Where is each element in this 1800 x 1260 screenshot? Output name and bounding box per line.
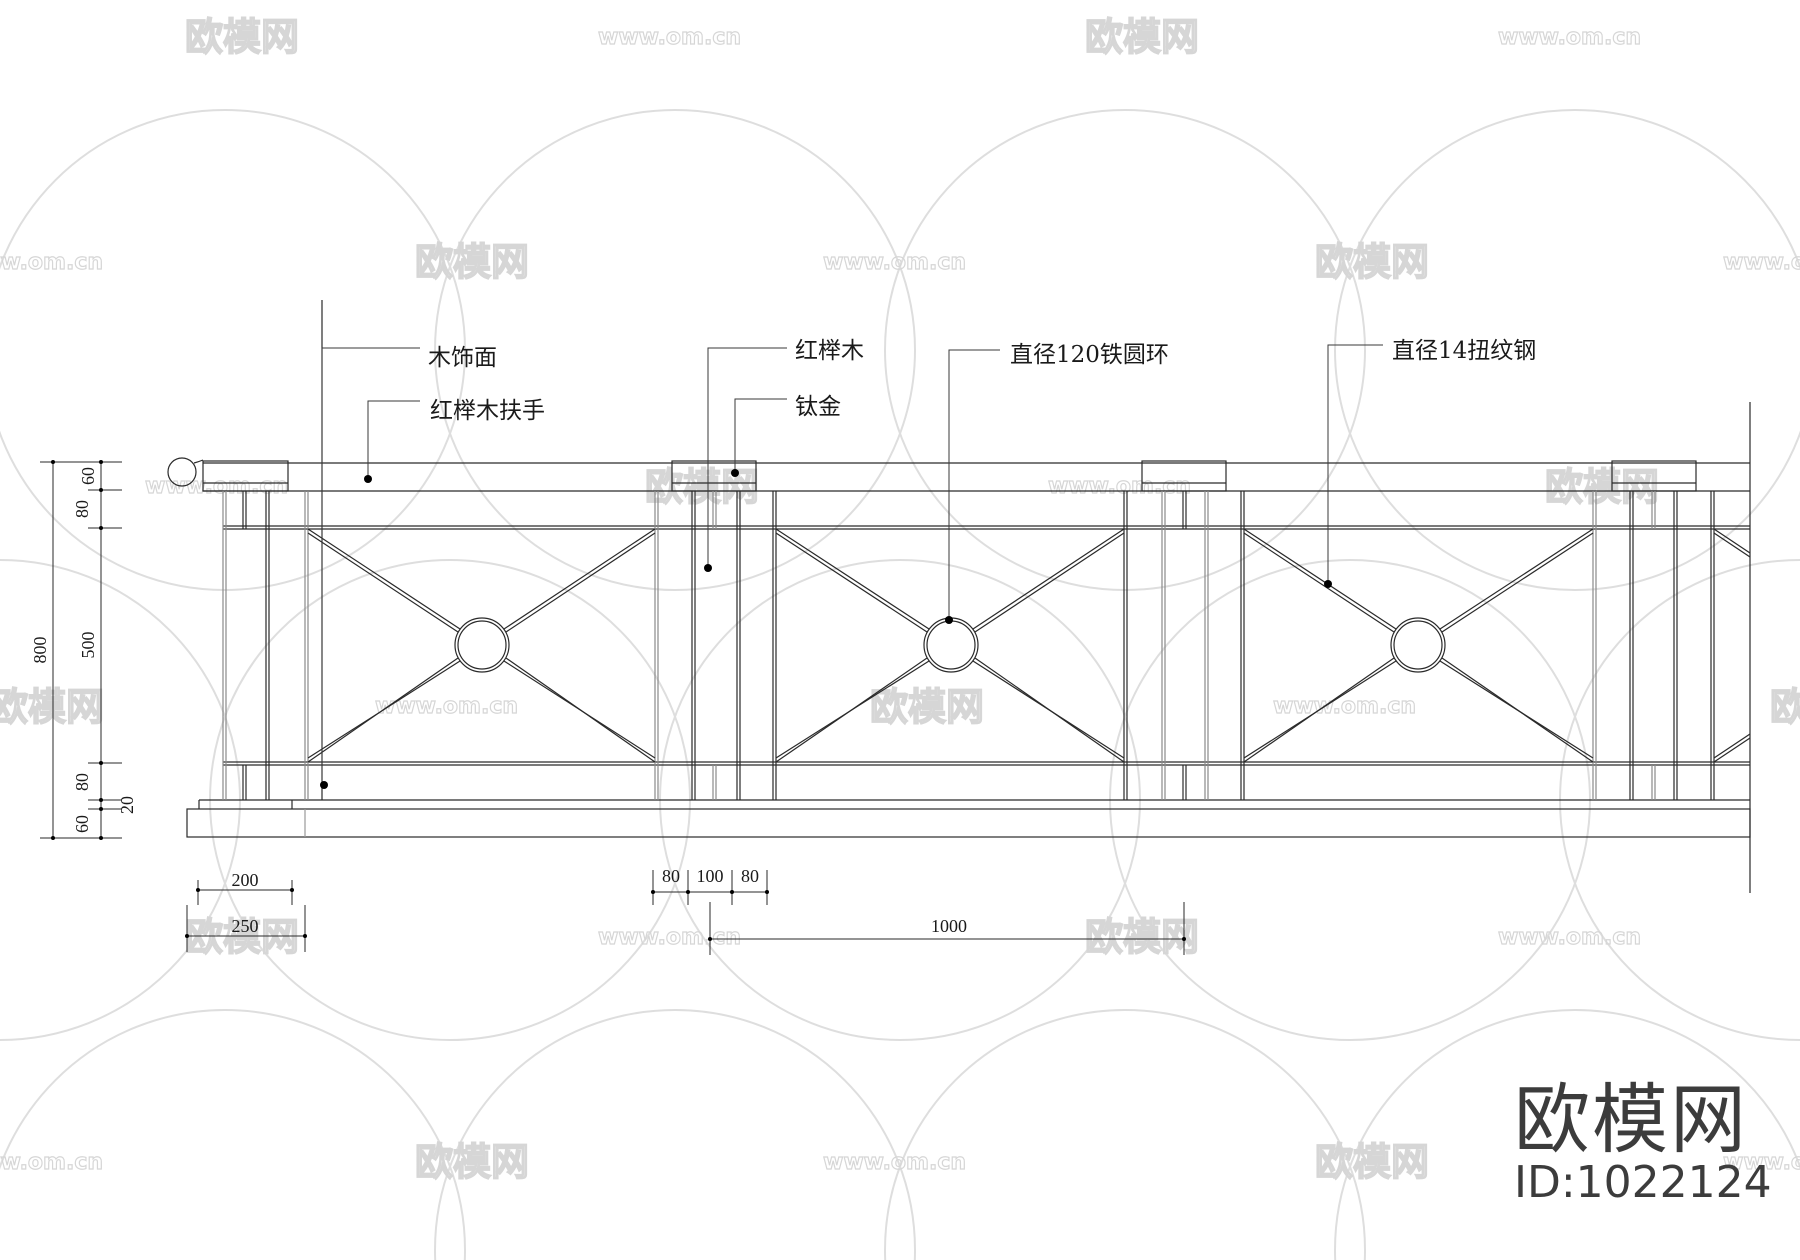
panel-3 <box>1243 528 1594 763</box>
watermark-url: www.om.cn <box>0 1150 103 1175</box>
post-4 <box>1592 491 1715 800</box>
label-wood-facing: 木饰面 <box>428 345 497 371</box>
brand-name: 欧模网 <box>1514 1075 1748 1164</box>
iron-ring-icon <box>923 617 979 673</box>
dim-800: 800 <box>30 637 50 664</box>
watermark-url: www.om.cn <box>1498 25 1641 50</box>
label-iron-ring: 直径120铁圆环 <box>1010 342 1169 368</box>
watermark-url: www.om.cn <box>145 474 288 499</box>
leader-dot <box>320 781 328 789</box>
watermark-logo: 欧模网 <box>185 915 299 959</box>
watermark-logo: 欧模网 <box>1085 915 1199 959</box>
dim-200: 200 <box>232 870 259 890</box>
post-3 <box>1123 491 1245 800</box>
watermark-url: www.om.cn <box>823 250 966 275</box>
watermark-logo: 欧模网 <box>0 685 104 729</box>
dimensions: 800 60 80 500 80 20 60 200 250 80 100 80… <box>30 460 1186 955</box>
leader-dot <box>731 469 739 477</box>
watermark-logo: 欧模网 <box>1545 465 1659 509</box>
watermark-logo: 欧模网 <box>1770 685 1800 729</box>
dim-250: 250 <box>232 916 259 936</box>
leader-dot <box>1324 580 1332 588</box>
watermark-url: www.om.cn <box>1273 694 1416 719</box>
cap-blocks <box>202 460 1697 492</box>
leader-dot <box>945 616 953 624</box>
leader-dot <box>704 564 712 572</box>
dim-60-top: 60 <box>78 467 98 485</box>
dim-80-left: 80 <box>662 866 680 886</box>
watermark-url: www.om.cn <box>1048 474 1191 499</box>
watermark-layer: 欧模网 欧模网 欧模网 欧模网 欧模网 欧模网 欧模网 欧模网 欧模网 欧模网 … <box>0 14 1800 1260</box>
watermark-logo: 欧模网 <box>415 1140 529 1184</box>
iron-ring-icon <box>454 617 510 673</box>
rails <box>223 525 1750 766</box>
watermark-logo: 欧模网 <box>870 685 984 729</box>
label-beech-handrail: 红榉木扶手 <box>430 398 545 424</box>
dim-20: 20 <box>117 796 137 814</box>
label-titanium-gold: 钛金 <box>795 394 841 420</box>
dim-100: 100 <box>697 866 724 886</box>
label-twisted-steel: 直径14扭纹钢 <box>1392 338 1536 364</box>
watermark-url: www.om.cn <box>598 25 741 50</box>
iron-ring-inner <box>1393 620 1443 670</box>
panel-2 <box>775 528 1125 763</box>
brand-block: 欧模网 ID:1022124 <box>1514 1080 1772 1206</box>
watermark-logo: 欧模网 <box>415 240 529 284</box>
handrail-end-cap-icon <box>167 457 197 487</box>
watermark-url: www.om.cn <box>598 925 741 950</box>
watermark-logo: 欧模网 <box>1085 15 1199 59</box>
label-beech: 红榉木 <box>795 338 864 364</box>
railing <box>167 300 1751 893</box>
iron-ring-inner <box>457 620 507 670</box>
brand-id: ID:1022124 <box>1514 1157 1772 1208</box>
panel-1 <box>307 528 656 763</box>
watermark-url: www.om.cn <box>1723 1150 1800 1175</box>
base <box>186 799 1751 838</box>
dim-1000: 1000 <box>931 916 967 936</box>
post-2 <box>654 491 777 800</box>
post-1 <box>222 300 323 800</box>
iron-ring-inner <box>926 620 976 670</box>
watermark-url: www.om.cn <box>375 694 518 719</box>
watermark-url: www.om.cn <box>1498 925 1641 950</box>
watermark-logo: 欧模网 <box>1315 240 1429 284</box>
panel-4-partial <box>1713 528 1751 763</box>
watermark-url: www.om.cn <box>823 1150 966 1175</box>
iron-ring-icon <box>1390 617 1446 673</box>
watermark-logo: 欧模网 <box>1315 1140 1429 1184</box>
dim-80-bottom: 80 <box>72 773 92 791</box>
dim-80-top: 80 <box>72 500 92 518</box>
leader-dot <box>364 475 372 483</box>
dim-60-bottom: 60 <box>72 815 92 833</box>
watermark-url: www.om.cn <box>1723 250 1800 275</box>
watermark-logo: 欧模网 <box>185 15 299 59</box>
watermark-logo: 欧模网 <box>645 465 759 509</box>
dim-80-right: 80 <box>741 866 759 886</box>
handrail <box>167 457 1750 492</box>
annotations: 木饰面 红榉木扶手 红榉木 钛金 直径120铁圆环 直径14扭纹钢 <box>320 338 1536 789</box>
watermark-url: www.om.cn <box>0 250 103 275</box>
dim-500: 500 <box>78 632 98 659</box>
